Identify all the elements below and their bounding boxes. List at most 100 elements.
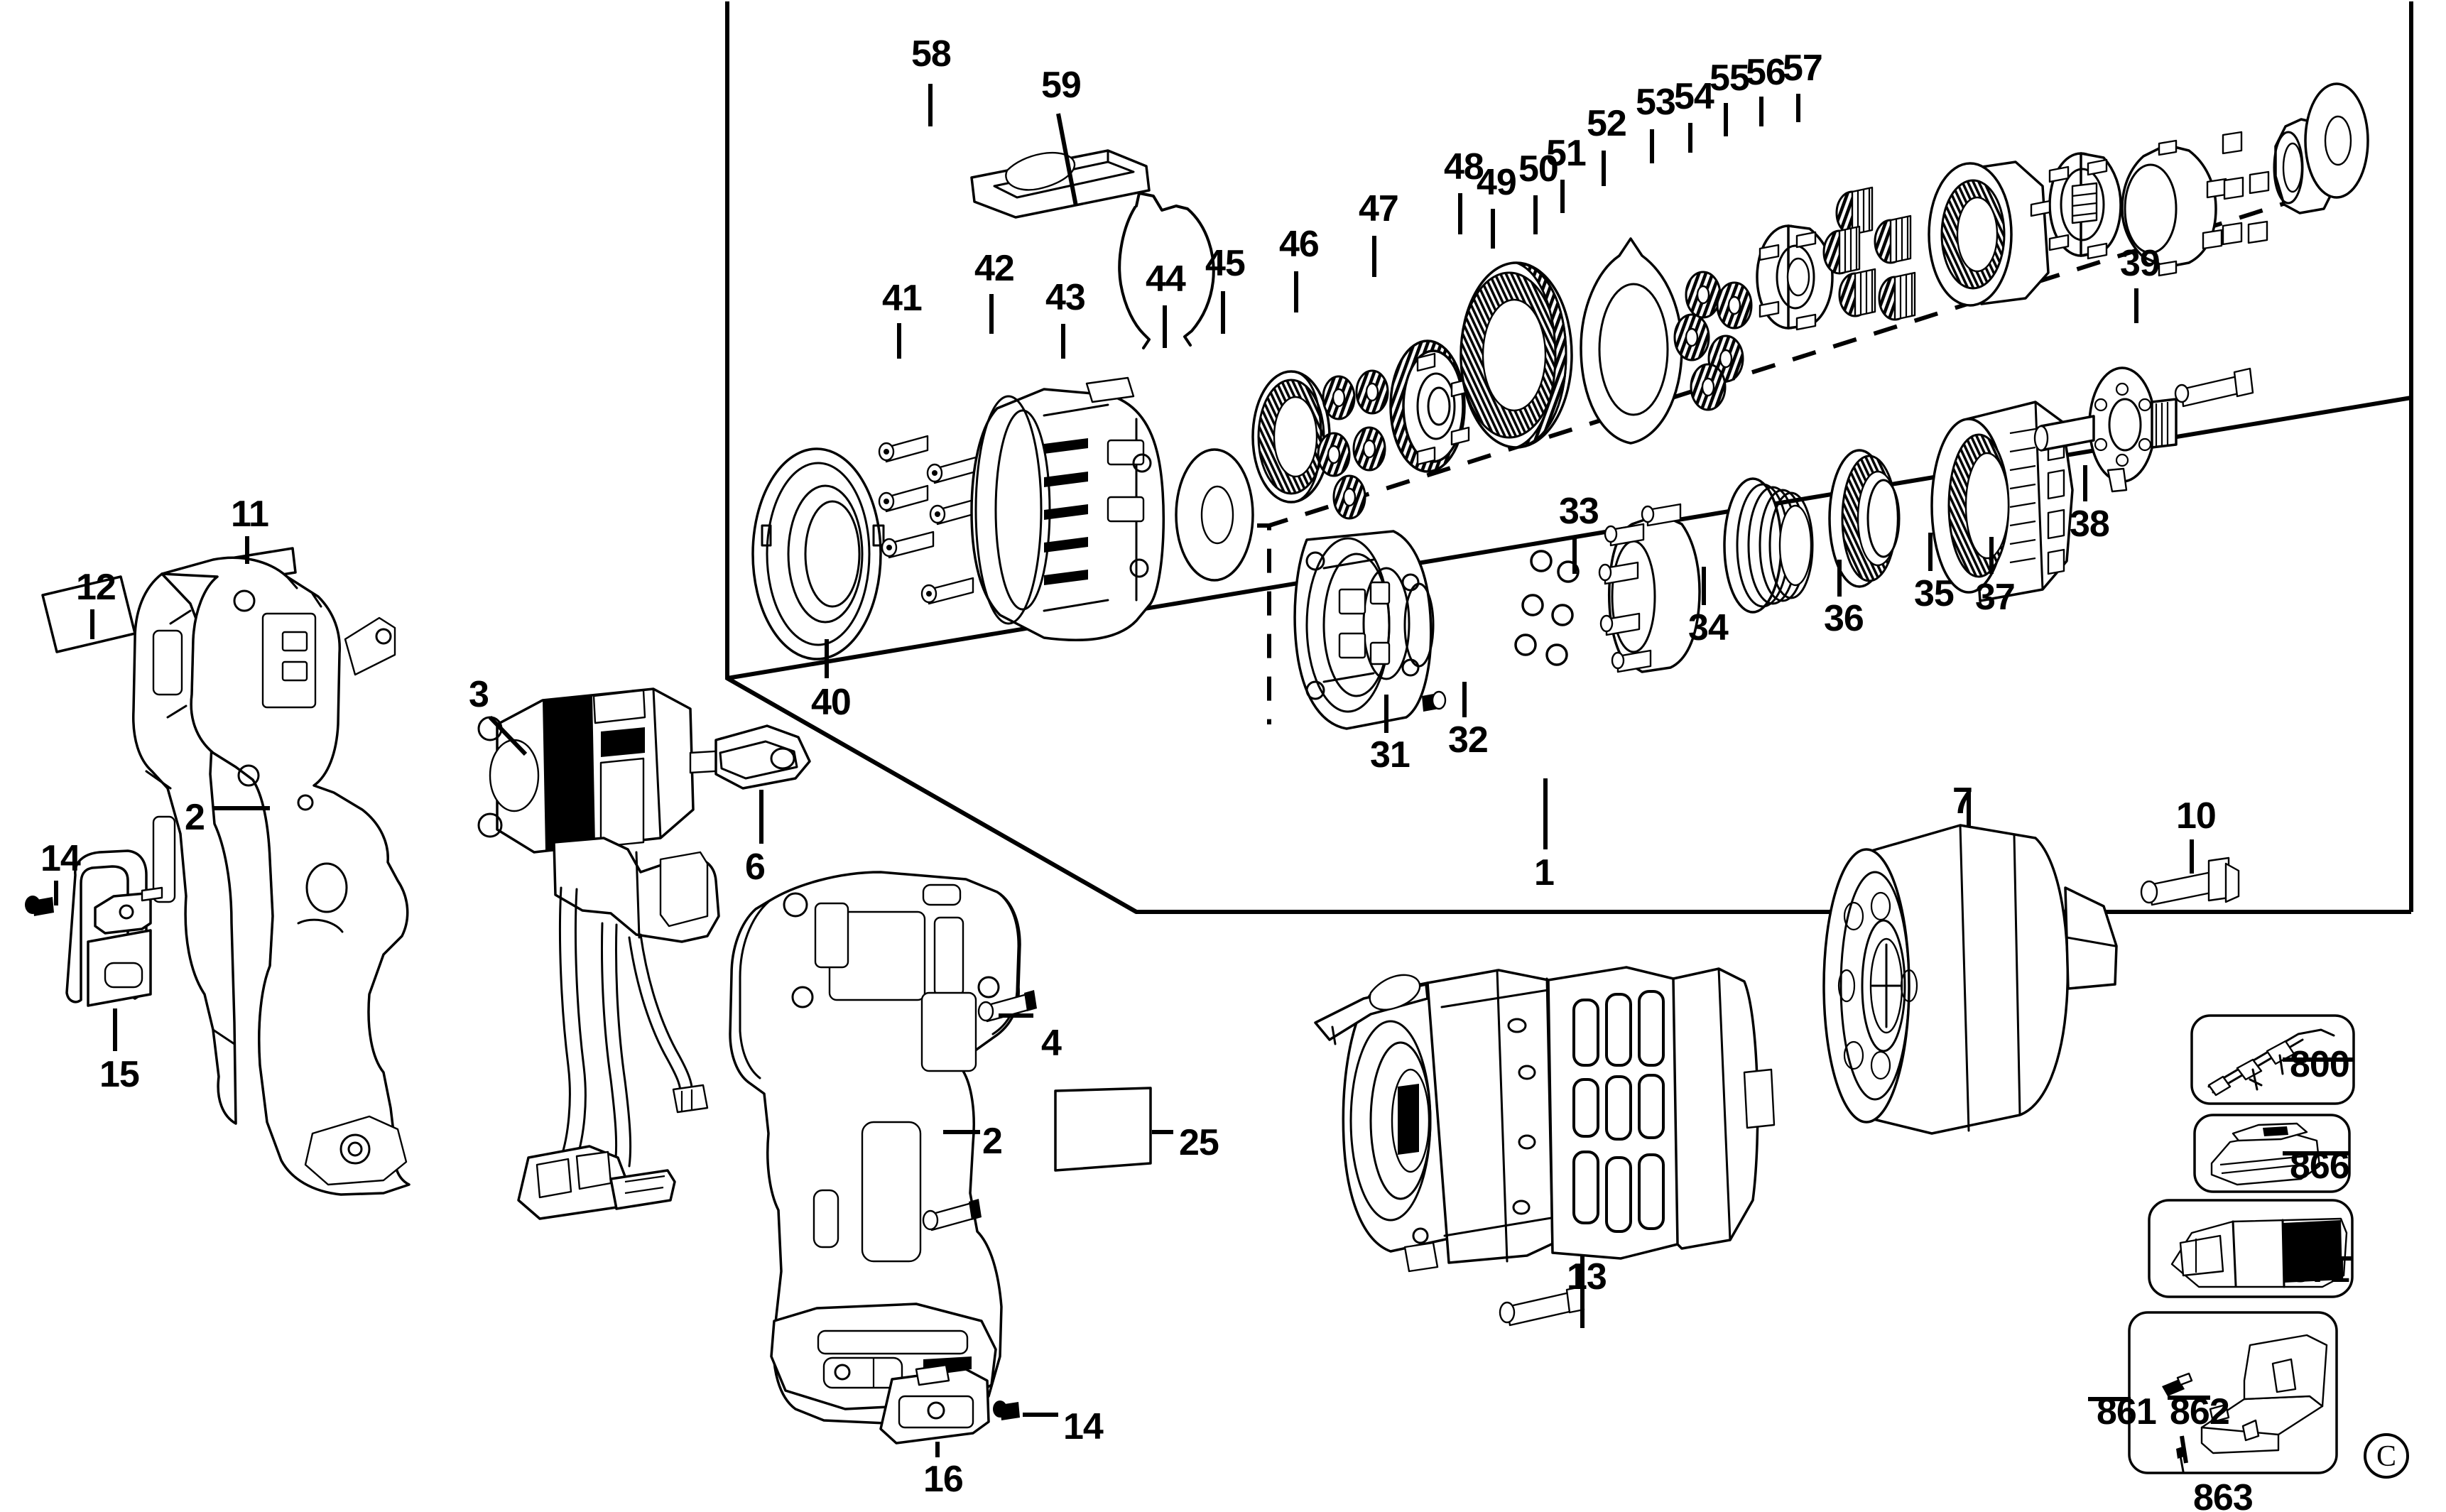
part-49-planet-gears (1673, 271, 1753, 411)
callout-10: 10 (2176, 795, 2217, 837)
callout-45: 45 (1205, 243, 1246, 284)
callout-41: 41 (882, 278, 923, 319)
part-53-clutch-cam-plate (2030, 152, 2122, 260)
part-40-collar (751, 447, 885, 660)
accessory-box-866 (2193, 1114, 2351, 1193)
callout-35: 35 (1914, 573, 1955, 614)
callout-862: 862 (2170, 1391, 2230, 1432)
part-44-ring-gear (1251, 370, 1331, 504)
callout-42: 42 (974, 248, 1015, 289)
part-7-chuck (1822, 824, 2118, 1135)
callout-14: 14 (40, 838, 81, 879)
callout-14: 14 (1063, 1406, 1104, 1447)
part-48-clutch-plate (1580, 237, 1683, 445)
part-25-label (1054, 1087, 1152, 1172)
part-39-pin (2174, 367, 2254, 408)
leader-lines (54, 84, 2354, 1464)
part-51-planet-gears (1822, 186, 1916, 321)
part-35-retaining-ring (1828, 449, 1901, 588)
part-34-pin-carrier (1598, 503, 1701, 673)
copyright-mark: C (2364, 1433, 2409, 1479)
callout-58: 58 (911, 33, 952, 75)
callout-52: 52 (1587, 103, 1627, 144)
part-32-pin (1422, 690, 1447, 712)
callout-800: 800 (2290, 1044, 2350, 1085)
part-13-screw (1499, 1285, 1585, 1327)
callout-50: 50 (1518, 148, 1559, 190)
part-14-screw-bottom (993, 1400, 1020, 1420)
part-45-planet-gears (1317, 369, 1389, 520)
part-57-washer (2304, 82, 2369, 199)
part-54-clutch-collar (2121, 139, 2227, 277)
callout-53: 53 (1636, 82, 1676, 123)
callout-6: 6 (745, 847, 766, 888)
part-6-bit-clip (714, 724, 811, 790)
part-1-gearbox-assembly (1314, 966, 1776, 1273)
callout-866: 866 (2290, 1146, 2350, 1187)
part-59-spring-clip (1118, 192, 1215, 349)
callout-4: 4 (1041, 1023, 1062, 1064)
part-14-screw-left (25, 896, 54, 916)
part-10-screw (2140, 856, 2240, 906)
part-2-housing-left (132, 556, 411, 1196)
callout-39: 39 (2120, 243, 2160, 284)
callout-15: 15 (99, 1054, 140, 1095)
callout-12: 12 (76, 567, 116, 608)
callout-2: 2 (185, 797, 205, 838)
callout-863: 863 (2193, 1477, 2254, 1512)
part-55-clutch-pins (2222, 131, 2270, 246)
part-43-washer (1175, 448, 1254, 582)
callout-38: 38 (2070, 504, 2110, 545)
part-4-screw-lower (922, 1199, 982, 1231)
callout-861: 861 (2097, 1391, 2157, 1432)
callout-59: 59 (1041, 65, 1082, 106)
part-33-balls (1514, 550, 1580, 666)
part-3-motor-switch (477, 687, 740, 1220)
part-37-gear-housing (1930, 401, 2074, 602)
callout-49: 49 (1477, 162, 1517, 203)
callout-31: 31 (1370, 734, 1410, 776)
part-47-ring-gear-large (1460, 261, 1573, 449)
part-31-gearcase (1293, 530, 1435, 730)
part-50-carrier-plate (1756, 224, 1834, 331)
callout-13: 13 (1567, 1256, 1607, 1298)
callout-56: 56 (1746, 52, 1786, 93)
callout-25: 25 (1179, 1122, 1219, 1163)
callout-54: 54 (1674, 76, 1714, 117)
part-16-terminal-cover (879, 1364, 990, 1445)
callout-1: 1 (1534, 852, 1555, 893)
part-4-screw-upper (977, 990, 1037, 1023)
part-36-spring-stack (1723, 477, 1814, 614)
part-41-screws (878, 435, 980, 605)
callout-16: 16 (923, 1459, 964, 1500)
callout-32: 32 (1448, 719, 1489, 761)
callout-11: 11 (231, 494, 269, 535)
callout-55: 55 (1710, 58, 1750, 99)
part-42-gearbox-housing (970, 376, 1165, 642)
callout-51: 51 (1546, 133, 1587, 174)
part-46-planet-carrier (1389, 339, 1470, 473)
callout-34: 34 (1688, 607, 1729, 648)
callout-57: 57 (1783, 48, 1823, 89)
callout-871: 871 (2290, 1249, 2350, 1290)
callout-43: 43 (1045, 277, 1086, 318)
part-58-top-cover (970, 149, 1151, 219)
callout-46: 46 (1279, 224, 1320, 265)
callout-40: 40 (811, 682, 852, 723)
callout-44: 44 (1146, 259, 1186, 300)
part-52-internal-ring-gear (1928, 161, 2050, 307)
callout-48: 48 (1444, 146, 1484, 187)
part-15-belt-hook (65, 849, 163, 1007)
callout-3: 3 (469, 674, 489, 715)
callout-36: 36 (1824, 598, 1864, 639)
svg-text:C: C (2376, 1440, 2396, 1473)
callout-33: 33 (1559, 491, 1599, 532)
callout-7: 7 (1952, 781, 1973, 822)
callout-2: 2 (982, 1121, 1003, 1162)
callout-47: 47 (1359, 188, 1399, 229)
part-2-housing-right (729, 871, 1021, 1426)
part-38-output-spindle (2033, 366, 2178, 493)
accessory-box-861 (2128, 1311, 2338, 1474)
